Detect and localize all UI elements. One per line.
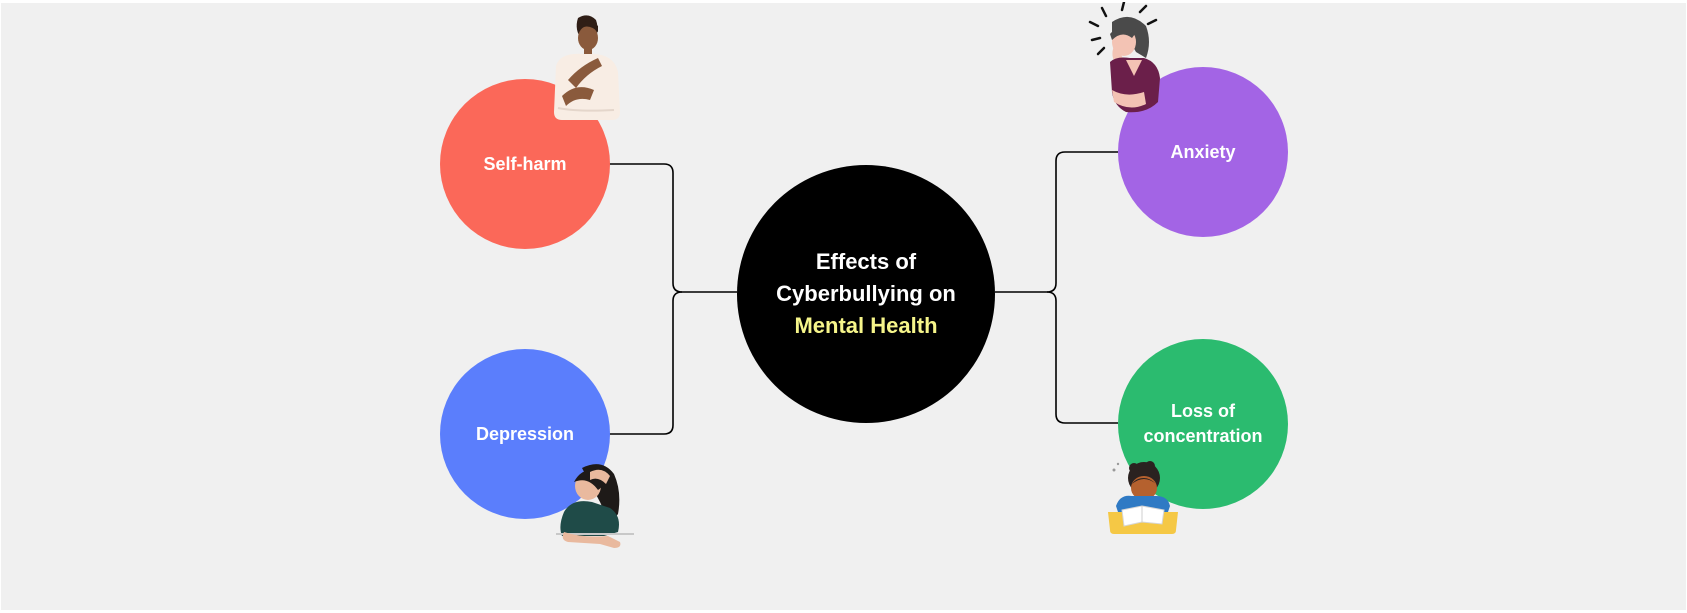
stressed-woman-illustration [1088,2,1160,113]
center-title-highlight: Mental Health [794,313,938,338]
center-node: Effects of Cyberbullying on Mental Healt… [737,165,995,423]
woman-head-in-hand-illustration [556,464,634,548]
boy-at-desk-illustration [1108,461,1178,534]
node-depression-label: Depression [475,423,575,444]
center-title-line2: Cyberbullying on [776,281,956,306]
center-title-line1: Effects of [815,249,917,274]
node-loss-of-concentration-label: Loss of concentration [1143,401,1263,446]
connector-loss-of-concentration [1046,291,1118,424]
connector-depression [609,291,683,435]
connector-anxiety [995,151,1118,293]
woman-hugging-self-illustration [554,15,620,120]
connector-self-harm [609,163,737,293]
node-anxiety-label: Anxiety [1170,141,1236,162]
node-self-harm-label: Self-harm [483,153,567,174]
